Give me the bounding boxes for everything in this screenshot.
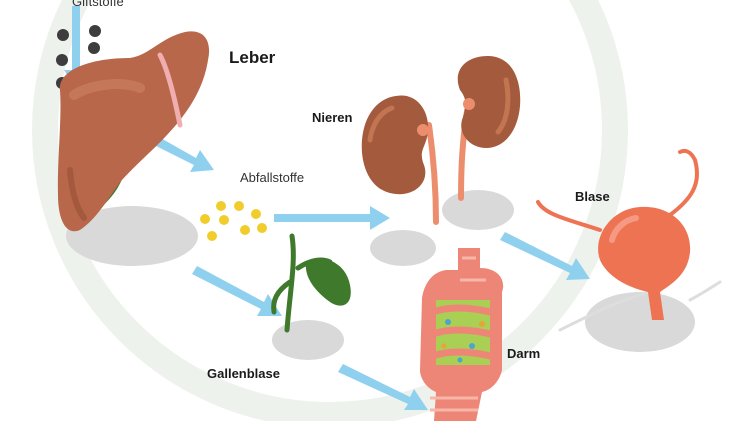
bladder-icon — [536, 149, 722, 332]
label-blase: Blase — [575, 189, 610, 204]
label-gallenblase: Gallenblase — [207, 366, 280, 381]
arrow-kidney-to-bladder — [500, 232, 590, 280]
gallbladder-icon — [271, 233, 351, 333]
arrow-waste-to-gallbladder — [192, 266, 282, 316]
liver-icon — [57, 31, 210, 232]
label-leber: Leber — [229, 48, 276, 67]
arrow-giftstoffe-down — [64, 6, 88, 88]
arrow-waste-to-kidney — [274, 206, 390, 230]
background-ring — [32, 0, 628, 421]
intestine-icon — [420, 248, 504, 421]
label-darm: Darm — [507, 346, 541, 361]
label-nieren: Nieren — [312, 110, 353, 125]
kidneys-icon — [361, 56, 521, 225]
arrow-gallbladder-to-intestine — [338, 364, 428, 410]
waste-dots — [200, 201, 267, 241]
label-giftstoffe: Giftstoffe — [72, 0, 124, 9]
label-abfallstoffe: Abfallstoffe — [240, 170, 305, 185]
shadows — [66, 190, 695, 360]
